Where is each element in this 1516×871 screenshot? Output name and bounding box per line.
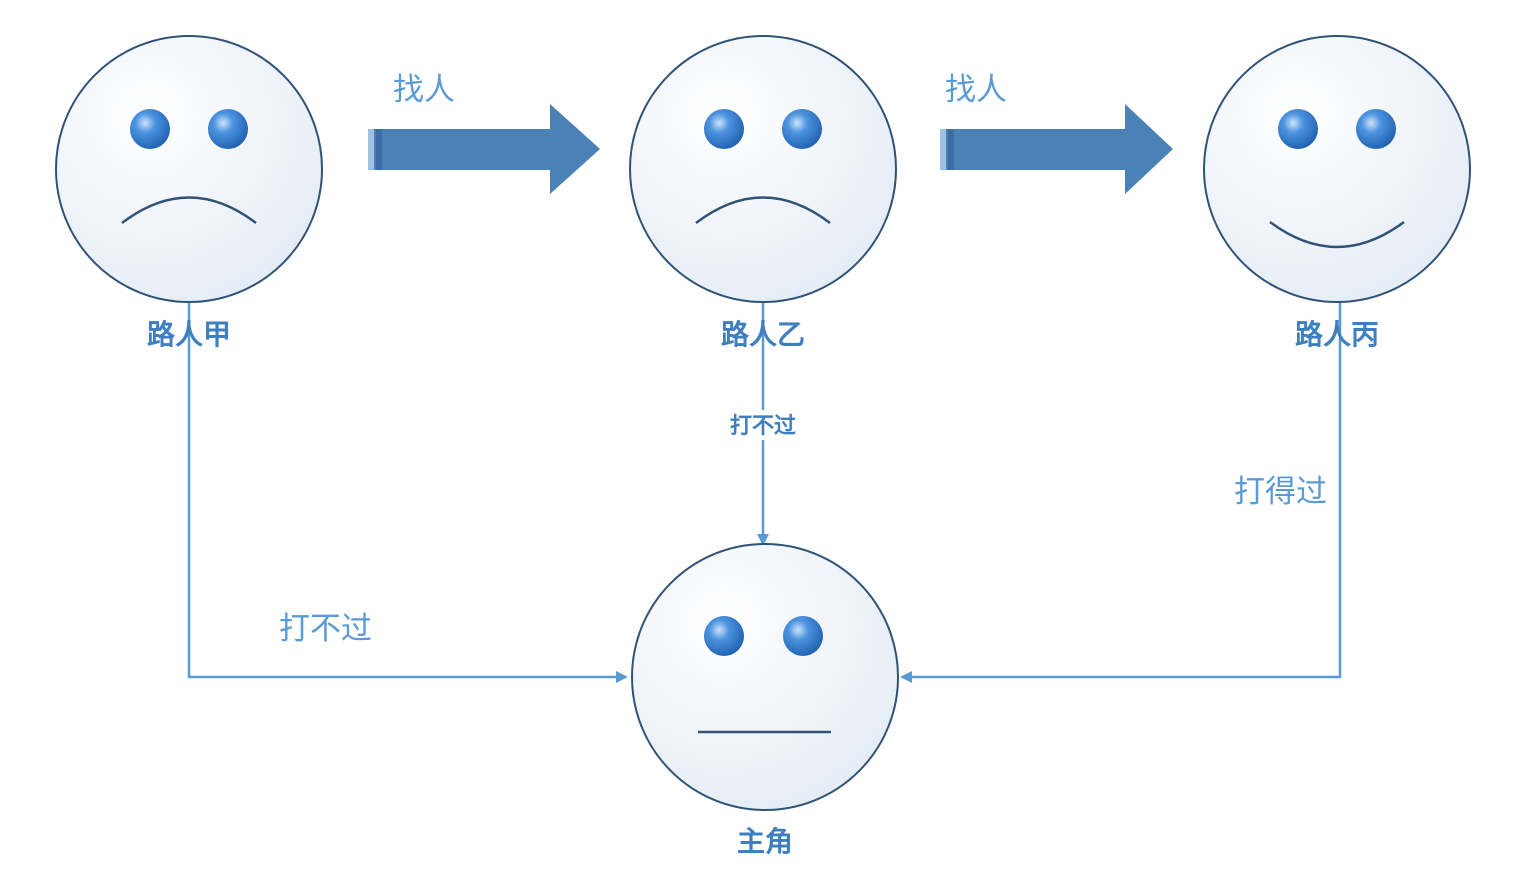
face-c-left-eye xyxy=(1278,109,1318,149)
edge-label-b-to-hero-bg xyxy=(725,410,801,440)
face-c-smile-mouth xyxy=(1269,220,1405,249)
face-b-head xyxy=(629,35,897,303)
node-label-hero: 主角 xyxy=(737,825,793,858)
face-a-right-eye xyxy=(208,109,248,149)
face-c-right-eye xyxy=(1356,109,1396,149)
edge-label-c-to-hero: 打得过 xyxy=(1234,474,1327,510)
face-b-right-eye xyxy=(782,109,822,149)
face-b xyxy=(629,35,897,303)
face-hero-right-eye xyxy=(783,616,823,656)
edge-label-a-to-hero: 打不过 xyxy=(279,611,372,647)
face-hero xyxy=(631,543,899,811)
face-a-frown-mouth xyxy=(121,196,257,224)
face-a-head xyxy=(55,35,323,303)
connector-a-to-hero xyxy=(187,300,628,683)
face-b-frown-mouth xyxy=(695,196,831,224)
node-label-a: 路人甲 xyxy=(147,318,231,351)
face-b-left-eye xyxy=(704,109,744,149)
edge-label-b-to-c: 找人 xyxy=(945,72,1007,108)
face-c xyxy=(1203,35,1471,303)
block-arrow-a-to-b xyxy=(368,104,600,194)
face-a xyxy=(55,35,323,303)
node-label-c: 路人丙 xyxy=(1295,318,1379,351)
face-a-left-eye xyxy=(130,109,170,149)
node-label-b: 路人乙 xyxy=(721,318,805,351)
block-arrow-b-to-c xyxy=(940,104,1173,194)
edge-label-a-to-b: 找人 xyxy=(393,72,455,108)
face-hero-left-eye xyxy=(704,616,744,656)
face-hero-head xyxy=(631,543,899,811)
connector-c-to-hero xyxy=(900,300,1342,683)
face-c-head xyxy=(1203,35,1471,303)
edge-label-b-to-hero: 打不过 xyxy=(730,414,796,439)
